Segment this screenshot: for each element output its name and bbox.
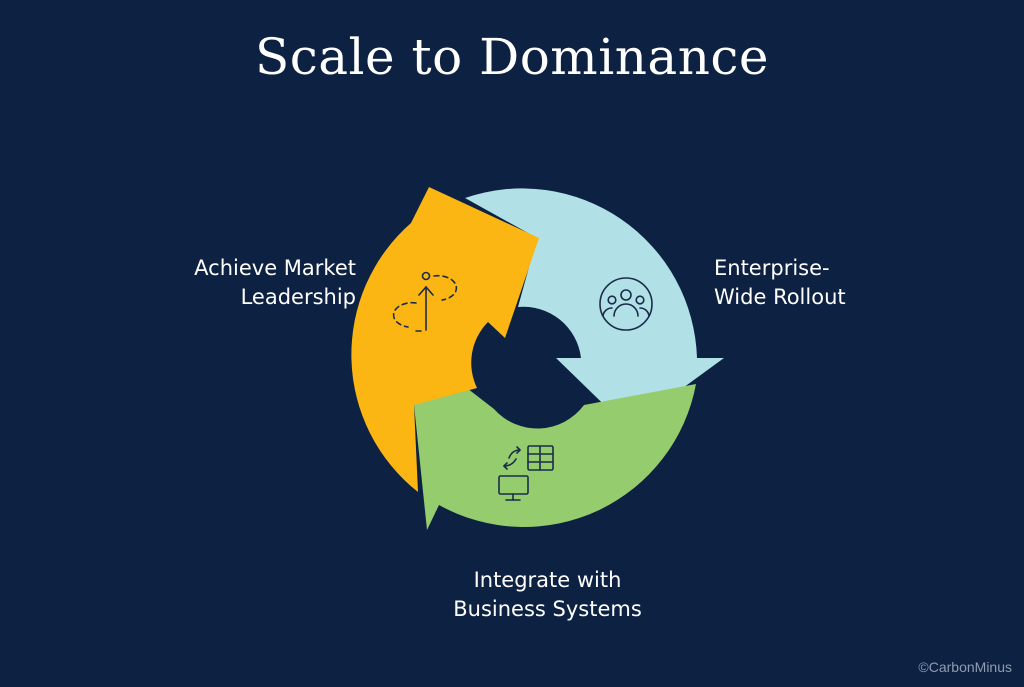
stage-label-market-leadership: Achieve Market Leadership (194, 256, 356, 309)
stage-label-business-integration: Integrate with Business Systems (453, 568, 642, 621)
stage-label-enterprise-rollout: Enterprise- Wide Rollout (714, 256, 846, 309)
copyright-text: ©CarbonMinus (918, 659, 1012, 675)
segment-business-integration (414, 384, 696, 530)
growth-arrow-icon (392, 271, 458, 332)
people-group-icon (599, 277, 653, 331)
system-integration-icon (498, 445, 554, 501)
page-title: Scale to Dominance (254, 28, 770, 86)
segment-market-leadership (351, 187, 539, 492)
segment-enterprise-rollout (465, 188, 724, 428)
